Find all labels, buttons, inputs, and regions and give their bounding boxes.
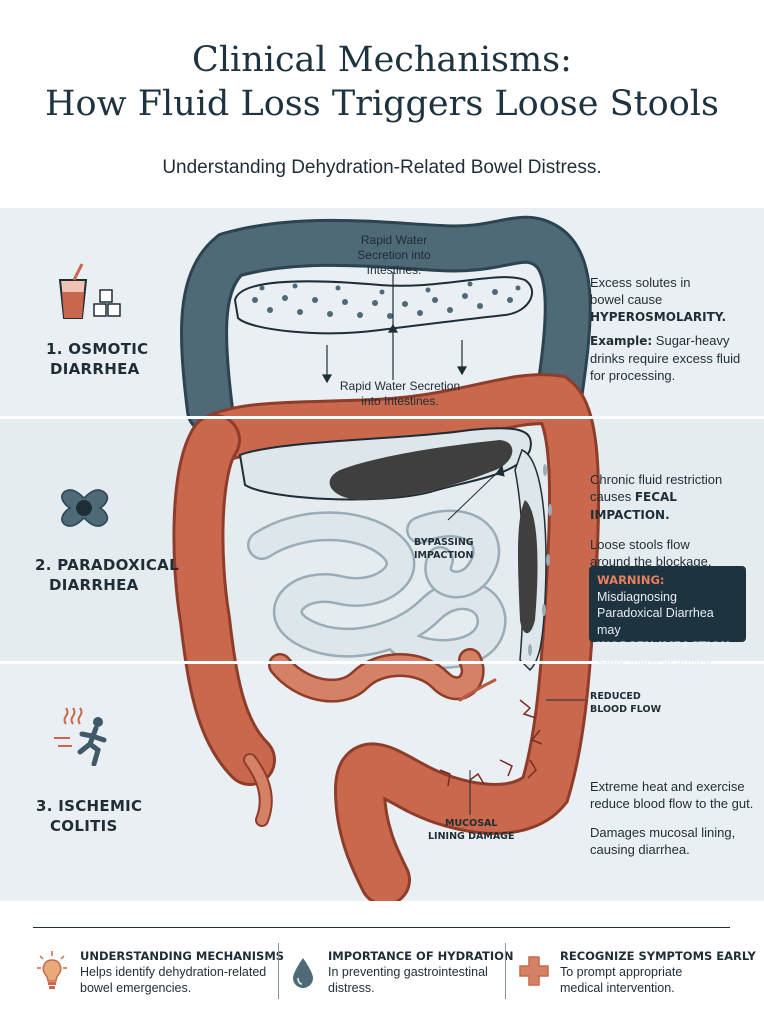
pointer-lines (447, 464, 585, 815)
footer-heading: RECOGNIZE SYMPTOMS EARLY (560, 949, 756, 963)
description-line: Excess solutes in (590, 275, 691, 290)
footer-separator (278, 943, 279, 999)
description-line: Chronic fluid restriction (590, 472, 723, 487)
annotation-line: Intestines. (366, 263, 422, 277)
section-label-line: 3. ISCHEMIC (36, 797, 143, 815)
annotation-water-secretion-bottom: Rapid Water Secretion into Intestines. (330, 379, 470, 409)
running-heat-icon (54, 707, 107, 766)
footer-text: In preventing gastrointestinal (328, 965, 488, 979)
small-intestine (247, 509, 507, 669)
example-label: Example: (590, 334, 653, 348)
description-line: around the blockage. (590, 554, 712, 569)
footer (0, 901, 764, 1024)
warning-box: WARNING: Misdiagnosing Paradoxical Diarr… (589, 566, 746, 670)
ischemic-damage (439, 699, 543, 787)
section-label-ischemic: 3. ISCHEMIC COLITIS (36, 796, 142, 836)
title-line-1: Clinical Mechanisms: (192, 40, 572, 80)
section-label-osmotic: 1. OSMOTIC DIARRHEA (46, 339, 148, 379)
osmotic-description: Excess solutes in bowel cause HYPEROSMOL… (590, 274, 760, 384)
water-drop-icon (293, 958, 313, 988)
annotation-bypassing-impaction: BYPASSING IMPACTION (414, 536, 474, 562)
description-line: reduce blood flow to the gut. (590, 796, 754, 811)
section-label-line: DIARRHEA (49, 576, 139, 594)
annotation-line: Rapid Water (360, 233, 428, 247)
warning-emphasis: WORSEN IMPACTION. (597, 639, 735, 653)
footer-text: distress. (328, 981, 375, 995)
footer-heading: UNDERSTANDING MECHANISMS (80, 949, 285, 963)
intestine-diagram (172, 215, 601, 901)
sugary-drink-icon (58, 263, 121, 319)
blocked-bowel-icon (61, 489, 109, 527)
annotation-line: REDUCED (590, 691, 641, 702)
annotation-line: LINING DAMAGE (428, 831, 515, 842)
annotation-line: MUCOSAL (445, 818, 498, 829)
title-line-2: How Fluid Loss Triggers Loose Stools (45, 84, 719, 124)
paradoxical-description: Chronic fluid restriction causes FECAL I… (590, 471, 760, 570)
description-line: Loose stools flow (590, 537, 690, 552)
description-line: Sugar-heavy (652, 333, 730, 348)
page-subtitle: Understanding Dehydration-Related Bowel … (162, 157, 602, 178)
warning-label: WARNING: (597, 573, 665, 587)
band-divider (0, 661, 764, 664)
footer-item-hydration: IMPORTANCE OF HYDRATION In preventing ga… (328, 948, 514, 996)
lightbulb-icon (37, 951, 67, 989)
description-line: Damages mucosal lining, (590, 825, 736, 840)
transverse-colon-teal (180, 215, 592, 434)
hyperosmolarity-term: HYPEROSMOLARITY. (590, 310, 727, 324)
footer-separator (505, 943, 506, 999)
header: Clinical Mechanisms: How Fluid Loss Trig… (0, 0, 764, 208)
impaction-lumen (238, 427, 552, 672)
page-title: Clinical Mechanisms: How Fluid Loss Trig… (0, 38, 764, 126)
warning-line: Paradoxical Diarrhea may (597, 606, 714, 637)
warning-line: Misdiagnosing (597, 589, 677, 604)
footer-heading: IMPORTANCE OF HYDRATION (328, 949, 514, 963)
section-label-paradoxical: 2. PARADOXICAL DIARRHEA (35, 555, 179, 595)
section-label-line: 2. PARADOXICAL (35, 556, 179, 574)
annotation-line: BLOOD FLOW (590, 704, 662, 715)
description-line: causing diarrhea. (590, 842, 690, 857)
lower-loops (268, 648, 497, 703)
footer-text: Helps identify dehydration-related (80, 965, 267, 979)
fecal-impaction-term: FECAL IMPACTION. (590, 490, 677, 522)
description-line: drinks require excess fluid (590, 351, 741, 366)
footer-text: bowel emergencies. (80, 981, 192, 995)
section-label-line: COLITIS (50, 817, 118, 835)
annotation-line: IMPACTION (414, 550, 474, 561)
colon-red (172, 373, 601, 901)
section-label-line: 1. OSMOTIC (46, 340, 149, 358)
description-line: bowel cause (590, 292, 663, 307)
footer-text: medical intervention. (560, 981, 675, 995)
annotation-line: BYPASSING (414, 537, 474, 548)
description-line: for processing. (590, 368, 676, 383)
section-label-line: DIARRHEA (50, 360, 140, 378)
annotation-mucosal-damage: MUCOSAL LINING DAMAGE (428, 817, 514, 843)
footer-item-mechanisms: UNDERSTANDING MECHANISMS Helps identify … (80, 948, 284, 996)
ischemic-description: Extreme heat and exercise reduce blood f… (590, 778, 762, 858)
medical-cross-icon (519, 956, 549, 986)
annotation-water-secretion-top: Rapid Water Secretion into Intestines. (335, 233, 453, 278)
annotation-line: Secretion into (357, 248, 431, 262)
band-divider (0, 416, 764, 419)
water-arrows (321, 272, 468, 384)
annotation-line: into Intestines. (361, 394, 439, 408)
warning-line: Seek medical advice. (597, 655, 716, 670)
description-line: Extreme heat and exercise (590, 779, 745, 794)
annotation-reduced-blood-flow: REDUCED BLOOD FLOW (590, 690, 661, 716)
footer-item-symptoms: RECOGNIZE SYMPTOMS EARLY To prompt appro… (560, 948, 756, 996)
annotation-line: Rapid Water Secretion (339, 379, 461, 393)
osmotic-lumen (233, 276, 534, 335)
footer-text: To prompt appropriate (560, 965, 683, 979)
description-line: causes (590, 489, 635, 504)
footer-divider (33, 927, 730, 928)
